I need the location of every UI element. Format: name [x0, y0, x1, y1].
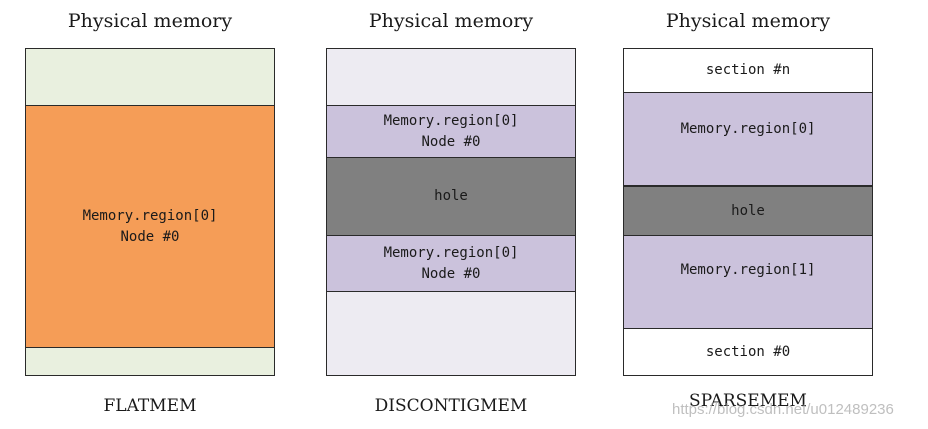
segment-label: Memory.region[0] Node #0 — [383, 112, 519, 150]
column-title-discontigmem: Physical memory — [368, 10, 534, 32]
section-segment-top: section #n — [624, 49, 872, 92]
hole-segment: hole — [327, 157, 575, 235]
empty-segment-bottom — [26, 347, 274, 375]
segment-label: Memory.region[0] Node #0 — [383, 244, 519, 282]
empty-segment-bottom — [327, 291, 575, 375]
segment-label: hole — [731, 202, 765, 219]
memory-column-sparsemem: section #n Memory.region[0] hole Memory.… — [623, 48, 873, 376]
column-title-sparsemem: Physical memory — [665, 10, 831, 32]
memory-column-discontigmem: Memory.region[0] Node #0 hole Memory.reg… — [326, 48, 576, 376]
segment-label: Memory.region[1] — [680, 262, 816, 278]
empty-segment-top — [26, 49, 274, 105]
watermark: https://blog.csdn.net/u012489236 — [672, 401, 894, 418]
memory-region-segment: Memory.region[0] Node #0 — [26, 105, 274, 347]
section-segment-bottom: section #0 — [624, 328, 872, 375]
segment-label: Memory.region[0] Node #0 — [82, 207, 218, 245]
caption-discontigmem: DISCONTIGMEM — [374, 396, 528, 416]
memory-region-segment: Memory.region[0] Node #0 — [327, 105, 575, 157]
caption-flatmem: FLATMEM — [103, 396, 197, 416]
segment-label: section #n — [705, 62, 791, 78]
memory-region-segment: Memory.region[0] Node #0 — [327, 235, 575, 291]
hole-segment: hole — [624, 185, 872, 235]
caption-sparsemem: SPARSEMEM — [689, 391, 807, 411]
segment-label: hole — [434, 188, 468, 204]
segment-label: section #0 — [705, 343, 791, 360]
memory-column-flatmem: Memory.region[0] Node #0 — [25, 48, 275, 376]
empty-segment-top — [327, 49, 575, 105]
memory-region-segment: Memory.region[0] — [624, 92, 872, 185]
column-title-flatmem: Physical memory — [67, 10, 233, 32]
segment-label: Memory.region[0] — [680, 121, 816, 137]
memory-region-segment: Memory.region[1] — [624, 235, 872, 328]
